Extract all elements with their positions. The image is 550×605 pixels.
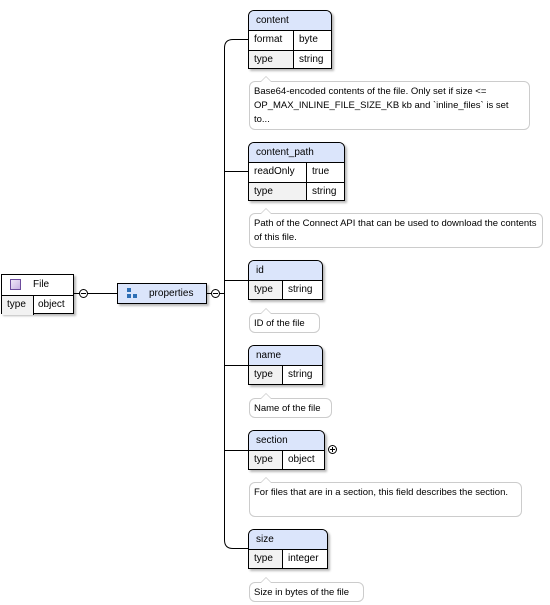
root-node-header: File [2, 275, 73, 296]
row-key: type [249, 366, 283, 384]
property-node-section: section type object [248, 430, 325, 470]
properties-group-icon [127, 288, 137, 298]
collapse-properties-toggle-icon[interactable] [211, 289, 220, 298]
collapse-root-toggle-icon[interactable] [79, 289, 88, 298]
property-row-type: type string [249, 50, 331, 68]
property-node-content-path: content_path readOnly true type string [248, 142, 345, 201]
row-value: integer [283, 550, 319, 568]
description-note-section: For files that are in a section, this fi… [249, 477, 522, 517]
row-value: string [294, 51, 324, 68]
root-type-key: type [2, 296, 34, 315]
row-key: format [249, 31, 294, 50]
properties-label: properties [149, 288, 194, 299]
property-node-name: name type string [248, 345, 323, 385]
row-value: string [307, 183, 337, 200]
property-row-type: type integer [249, 550, 327, 568]
property-node-id: id type string [248, 260, 323, 300]
root-node-file: File type object [1, 274, 74, 315]
description-note-content-path: Path of the Connect API that can be used… [249, 208, 543, 248]
note-text: Base64-encoded contents of the file. Onl… [254, 86, 509, 125]
note-text: For files that are in a section, this fi… [254, 487, 508, 498]
property-row-type: type object [249, 451, 324, 469]
description-note-id: ID of the file [249, 308, 320, 333]
property-name: id [249, 261, 322, 281]
object-icon [10, 279, 21, 290]
row-value: string [283, 366, 313, 384]
note-text: Path of the Connect API that can be used… [254, 218, 537, 243]
property-row-type: type string [249, 366, 322, 384]
row-key: type [249, 281, 283, 299]
description-note-content: Base64-encoded contents of the file. Onl… [249, 76, 530, 130]
row-value: object [283, 451, 315, 469]
description-note-name: Name of the file [249, 393, 332, 418]
property-node-content: content format byte type string [248, 10, 332, 69]
property-name: content_path [249, 143, 344, 163]
row-value: string [283, 281, 313, 299]
root-node-title: File [33, 279, 50, 290]
row-key: type [249, 550, 283, 568]
note-text: Name of the file [254, 403, 321, 414]
property-name: name [249, 346, 322, 366]
note-text: ID of the file [254, 318, 305, 329]
row-value: byte [294, 31, 318, 50]
row-key: type [249, 51, 294, 68]
property-row-type: type string [249, 182, 344, 200]
root-type-value: object [38, 299, 65, 310]
property-name: size [249, 530, 327, 550]
property-row-type: type string [249, 281, 322, 299]
property-row-readonly: readOnly true [249, 163, 344, 182]
row-value: true [307, 163, 330, 182]
property-name: section [249, 431, 324, 451]
expand-section-toggle-icon[interactable] [328, 445, 337, 454]
note-text: Size in bytes of the file [254, 587, 350, 598]
row-key: readOnly [249, 163, 307, 182]
description-note-size: Size in bytes of the file [249, 577, 364, 602]
root-type-row: type object [2, 296, 73, 315]
properties-group: properties [117, 283, 207, 304]
row-key: type [249, 183, 307, 200]
property-row-format: format byte [249, 31, 331, 50]
row-key: type [249, 451, 283, 469]
property-node-size: size type integer [248, 529, 328, 569]
property-name: content [249, 11, 331, 31]
